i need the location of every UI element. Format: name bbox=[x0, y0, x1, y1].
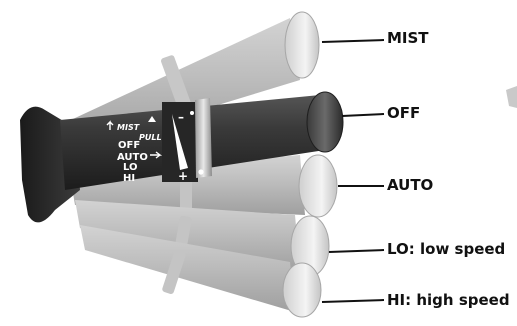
leader-line-lo bbox=[329, 250, 384, 252]
callout-lo: LO: low speed bbox=[387, 242, 505, 257]
marking-lo: LO bbox=[123, 162, 138, 173]
marking-off: OFF bbox=[118, 140, 140, 151]
drop-small-icon bbox=[190, 111, 194, 115]
callout-mist: MIST bbox=[387, 31, 429, 46]
marking-plus: + bbox=[178, 169, 188, 183]
callout-hi: HI: high speed bbox=[387, 293, 510, 308]
drop-large-icon bbox=[198, 169, 203, 174]
callout-off: OFF bbox=[387, 106, 420, 121]
marking-mist: MIST bbox=[117, 123, 140, 132]
marking-pull: PULL bbox=[139, 133, 162, 142]
marking-hi: HI bbox=[123, 173, 135, 184]
leader-line-off bbox=[342, 114, 384, 116]
background-fragment bbox=[506, 86, 517, 108]
leader-line-mist bbox=[322, 40, 384, 42]
callout-auto: AUTO bbox=[387, 178, 433, 193]
marking-minus: – bbox=[178, 110, 184, 124]
leader-line-hi bbox=[322, 300, 384, 302]
